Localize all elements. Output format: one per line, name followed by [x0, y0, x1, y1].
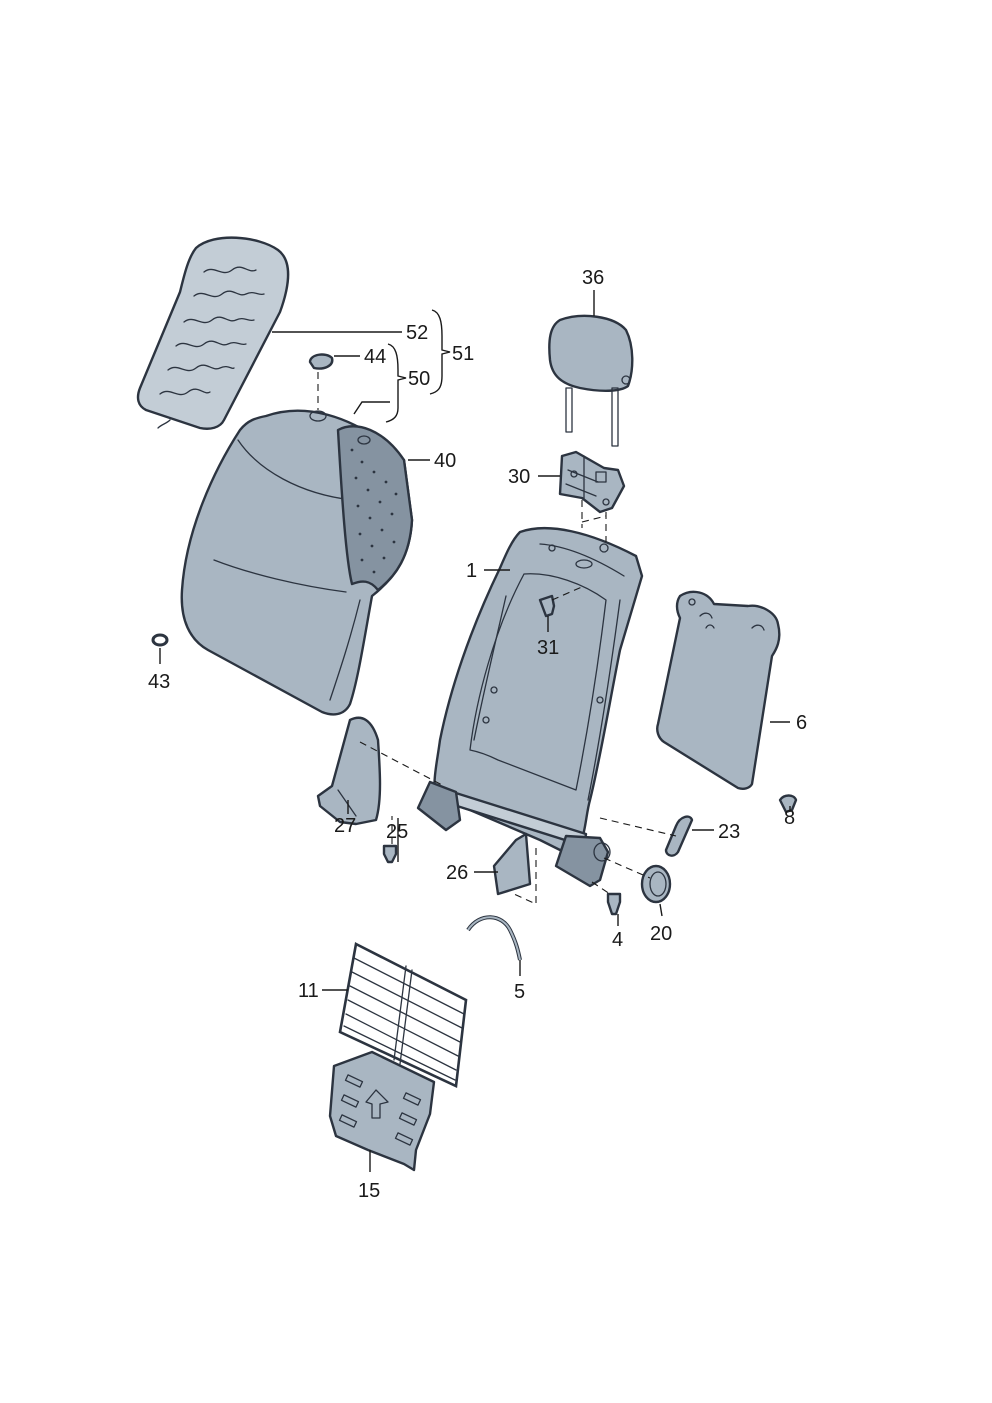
- part-27-side-trim: [316, 716, 382, 826]
- part-6-rear-panel: [656, 590, 781, 790]
- part-36-head-restraint: [548, 314, 634, 447]
- part-23-cap: [664, 815, 694, 857]
- callout-36: 36: [582, 267, 604, 289]
- callout-5: 5: [514, 981, 525, 1003]
- part-52-heating-pad: [136, 236, 290, 430]
- assembly-lines: [317, 372, 677, 905]
- callout-8: 8: [784, 807, 795, 829]
- callout-26: 26: [446, 862, 468, 884]
- callout-50: 50: [408, 368, 430, 390]
- part-20-knob: [640, 864, 672, 904]
- part-5-wire-clip: [466, 915, 522, 961]
- callout-31: 31: [537, 637, 559, 659]
- part-44-grommet: [308, 353, 334, 370]
- callouts: 36 52 51 44 50 40 30 1 31 43 6 8 23 27 2…: [148, 267, 807, 1202]
- part-25-screw: [382, 844, 398, 864]
- part-15-lumbar-plate: [328, 1050, 436, 1172]
- part-8-clip: [778, 794, 798, 814]
- part-30-guide-mechanism: [558, 450, 626, 514]
- callout-6: 6: [796, 712, 807, 734]
- callout-1: 1: [466, 560, 477, 582]
- callout-25: 25: [386, 821, 408, 843]
- callout-11: 11: [298, 980, 319, 1002]
- callout-27: 27: [334, 815, 356, 837]
- callout-51: 51: [452, 343, 474, 365]
- part-40-backrest-cover: [180, 409, 414, 716]
- callout-23: 23: [718, 821, 740, 843]
- callout-30: 30: [508, 466, 530, 488]
- part-31-screw: [538, 594, 556, 618]
- part-43-ring-clip: [151, 633, 169, 647]
- callout-43: 43: [148, 671, 170, 693]
- part-26-bracket: [492, 832, 532, 896]
- callout-52: 52: [406, 322, 428, 344]
- part-4-screw: [606, 892, 622, 916]
- leader-lines: [159, 290, 791, 1172]
- callout-44: 44: [364, 346, 386, 368]
- callout-40: 40: [434, 450, 456, 472]
- callout-15: 15: [358, 1180, 380, 1202]
- part-1-backrest-frame: [416, 526, 644, 888]
- callout-20: 20: [650, 923, 672, 945]
- callout-4: 4: [612, 929, 623, 951]
- part-11-spring-mat: [338, 942, 468, 1088]
